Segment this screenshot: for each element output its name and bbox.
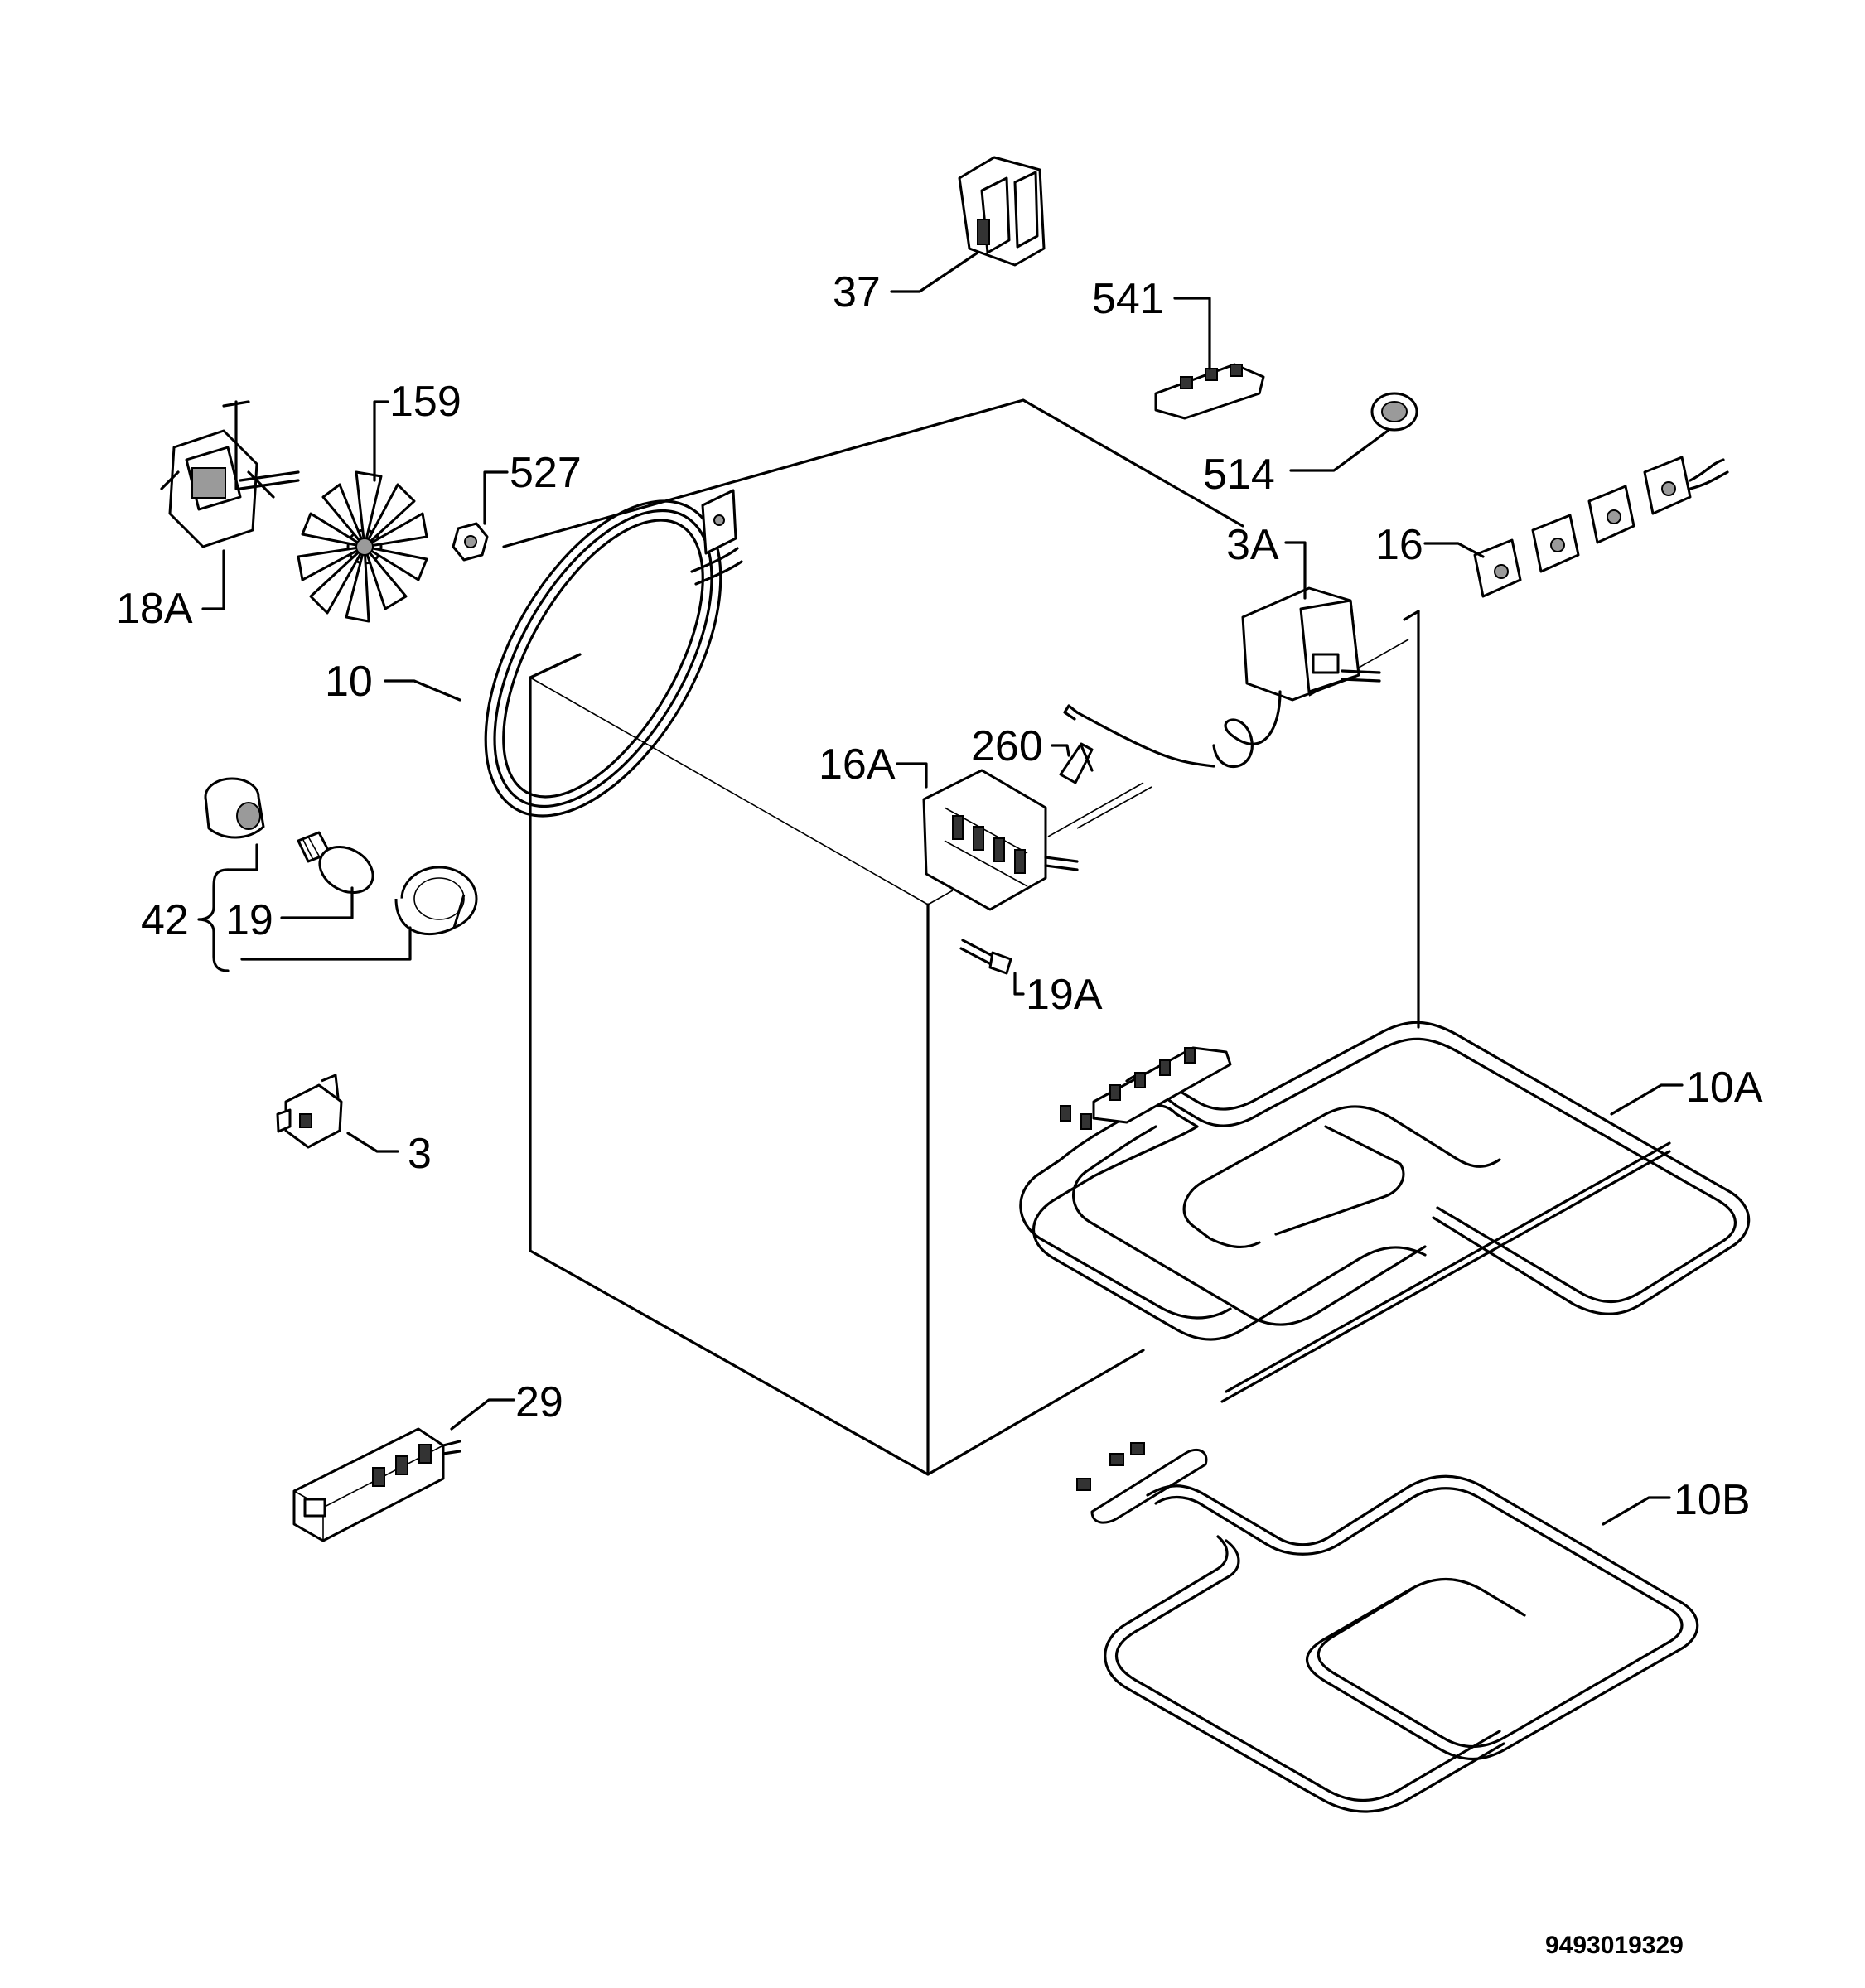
leader-260 <box>1051 744 1070 757</box>
part-label-19: 19 <box>225 896 273 944</box>
part-label-541: 541 <box>1092 275 1164 323</box>
leader-159 <box>373 400 389 482</box>
leader-29 <box>450 1398 515 1431</box>
leader-3 <box>346 1132 399 1153</box>
part-3-thermal-cutout <box>276 1074 343 1149</box>
leader-10 <box>384 679 461 702</box>
part-label-37: 37 <box>833 268 881 316</box>
part-42-lamp-holder <box>204 777 265 839</box>
part-label-18a: 18A <box>116 585 193 633</box>
leader-10b <box>1602 1496 1671 1526</box>
part-label-10: 10 <box>325 658 373 706</box>
part-label-3a: 3A <box>1226 521 1279 569</box>
lamp-group-brace <box>197 843 412 972</box>
part-label-10a: 10A <box>1686 1064 1763 1112</box>
part-10b-bottom-heating-element <box>1076 1442 1699 1813</box>
leader-514 <box>1289 429 1389 472</box>
leader-18a <box>201 549 225 610</box>
part-lamp-glass-cover <box>394 866 478 935</box>
part-label-29: 29 <box>515 1378 563 1426</box>
leader-19a <box>1013 972 1025 996</box>
document-code: 9493019329 <box>1545 1932 1684 1959</box>
part-label-159: 159 <box>389 378 461 426</box>
part-3a-thermostat <box>1063 586 1381 769</box>
part-18a-fan-motor <box>160 400 300 548</box>
part-16a-selector-switch <box>922 769 1152 911</box>
part-527-nut <box>452 522 489 562</box>
part-159-fan-blade <box>297 470 428 623</box>
leader-3a <box>1284 541 1307 600</box>
part-19a-indicator-lamp <box>959 939 1012 975</box>
part-29-spark-generator <box>292 1427 461 1542</box>
part-label-10b: 10B <box>1674 1476 1751 1524</box>
leader-541 <box>1173 297 1211 370</box>
part-37-switch-bracket <box>958 156 1046 267</box>
part-label-16: 16 <box>1375 521 1423 569</box>
part-label-42: 42 <box>141 896 189 944</box>
leader-16a <box>896 762 928 789</box>
part-19-bulb <box>297 831 374 895</box>
part-label-260: 260 <box>971 722 1043 770</box>
part-514-grommet <box>1370 392 1418 432</box>
part-label-19a: 19A <box>1026 971 1103 1019</box>
part-260-spring-clip <box>1059 742 1094 784</box>
leader-37 <box>890 251 979 293</box>
part-10-circular-heating-element <box>484 489 743 818</box>
leader-16 <box>1423 542 1485 558</box>
part-16-switch-row <box>1473 456 1729 598</box>
leader-527 <box>483 470 509 525</box>
part-label-3: 3 <box>408 1130 432 1178</box>
part-label-527: 527 <box>510 449 582 497</box>
oven-cabinet-outline <box>502 398 1420 1476</box>
part-label-514: 514 <box>1203 451 1275 499</box>
part-10a-top-heating-element <box>1019 1021 1751 1403</box>
leader-10a <box>1610 1083 1684 1116</box>
part-541-terminal-block <box>1154 363 1265 420</box>
part-label-16a: 16A <box>819 741 896 789</box>
